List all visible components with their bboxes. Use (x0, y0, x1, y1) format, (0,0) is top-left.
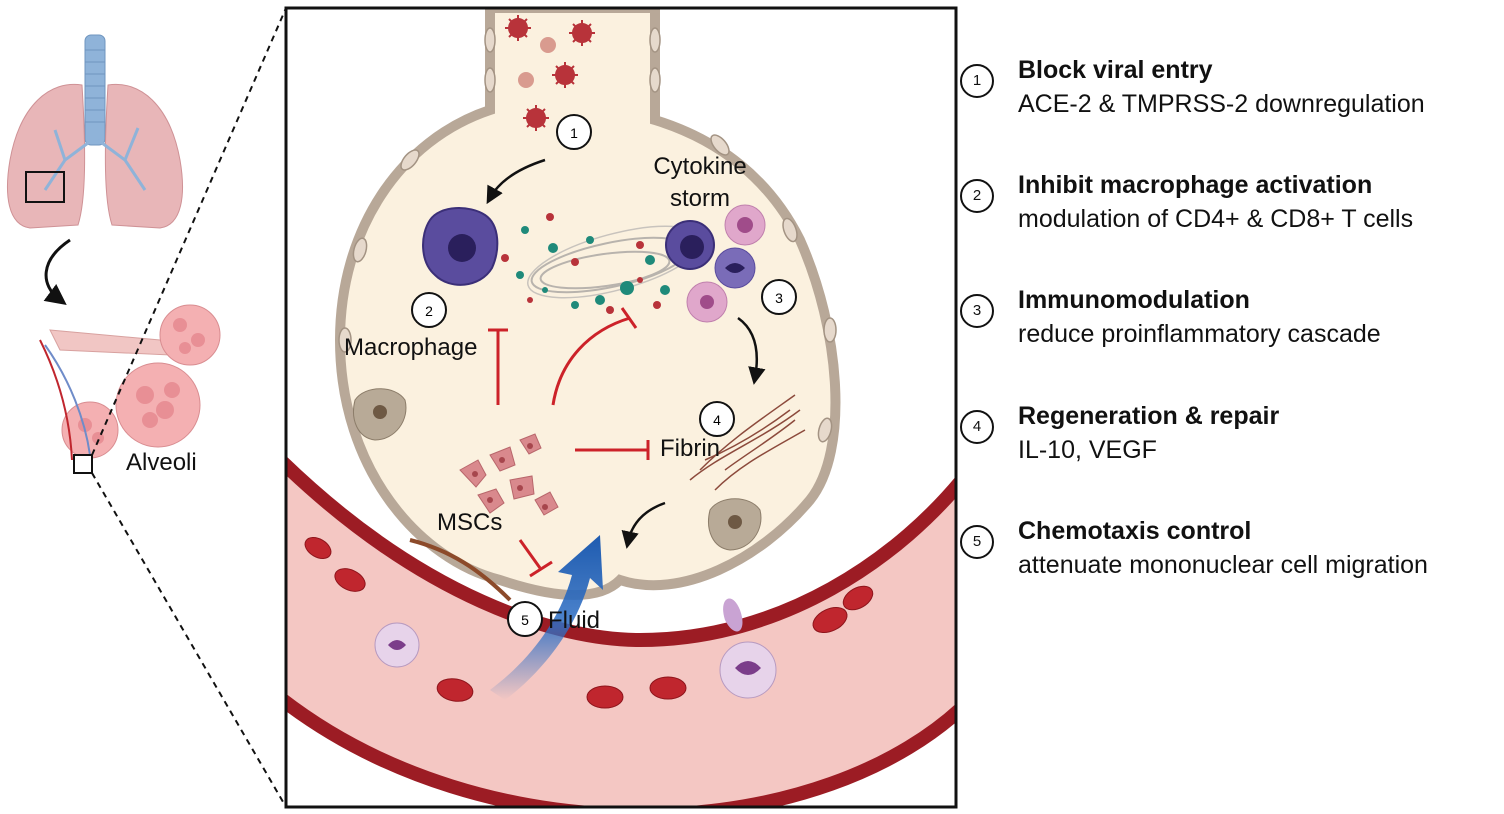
fibrin-strands (689, 394, 806, 491)
alveolus (334, 8, 841, 600)
legend-number: 4 (960, 410, 994, 444)
cytokine-storm (501, 213, 703, 314)
legend-item: 4 Regeneration & repair IL-10, VEGF (960, 402, 1504, 474)
arrow-fibrin-to-vessel (621, 501, 666, 549)
mscs-label: MSCs (437, 509, 502, 536)
alveoli-cluster (39, 304, 221, 461)
marker-2: 2 (411, 292, 447, 328)
legend-description: reduce proinflammatory cascade (1018, 320, 1381, 348)
zoom-box-lung (25, 171, 65, 203)
legend-title: Inhibit macrophage activation (1018, 171, 1373, 199)
legend-description: modulation of CD4+ & CD8+ T cells (1018, 205, 1414, 233)
marker-1: 1 (556, 114, 592, 150)
arrow-virus-to-macrophage (486, 158, 546, 205)
marker-5: 5 (507, 601, 543, 637)
svg-text:3: 3 (775, 290, 783, 306)
svg-text:2: 2 (425, 303, 433, 319)
capillary-strand (409, 538, 512, 602)
fluid-arrow (490, 535, 603, 700)
legend-item: 1 Block viral entry ACE-2 & TMPRSS-2 dow… (960, 56, 1504, 128)
legend-description: IL-10, VEGF (1018, 436, 1157, 464)
left-lung (7, 83, 86, 229)
svg-text:1: 1 (570, 125, 578, 141)
red-blood-cells (304, 537, 874, 709)
right-lung (104, 83, 183, 229)
macrophage-cell (422, 207, 499, 286)
zoom-box-alveolus (73, 454, 93, 474)
legend-title: Block viral entry (1018, 56, 1213, 84)
legend-description: ACE-2 & TMPRSS-2 downregulation (1018, 90, 1425, 118)
virus-particles (505, 15, 595, 131)
legend-number: 3 (960, 294, 994, 328)
fluid-label: Fluid (548, 607, 600, 634)
arrow-storm-to-fibrin (737, 316, 766, 385)
inhibition-arrows (488, 307, 650, 578)
marker-3: 3 (761, 279, 797, 315)
blood-vessel (286, 465, 956, 807)
legend-number: 1 (960, 64, 994, 98)
alveolar-cell-nucleus (373, 405, 387, 419)
zoom-line-top (91, 7, 287, 456)
svg-text:5: 5 (521, 612, 529, 628)
marker-4: 4 (699, 401, 735, 437)
svg-text:4: 4 (713, 412, 721, 428)
legend-item: 3 Immunomodulation reduce proinflammator… (960, 286, 1504, 358)
zoom-line-bottom (91, 472, 287, 808)
macrophage-label: Macrophage (344, 334, 477, 361)
fibrin-label: Fibrin (660, 435, 720, 462)
immune-cells (665, 204, 766, 323)
alveolar-cell-nucleus (728, 515, 742, 529)
legend: 1 Block viral entry ACE-2 & TMPRSS-2 dow… (960, 0, 1504, 814)
legend-title: Chemotaxis control (1018, 517, 1252, 545)
panel-border (284, 6, 958, 809)
cytokine-label-line1: Cytokine (653, 153, 746, 180)
alveolus-panel: 1 2 3 4 5 Cytokine storm Macrophage Fibr… (286, 8, 956, 807)
alveoli-label: Alveoli (126, 449, 197, 476)
lung-overview: Alveoli (7, 7, 287, 808)
legend-item: 5 Chemotaxis control attenuate mononucle… (960, 517, 1504, 589)
legend-title: Regeneration & repair (1018, 402, 1280, 430)
legend-description: attenuate mononuclear cell migration (1018, 551, 1428, 579)
legend-number: 5 (960, 525, 994, 559)
legend-title: Immunomodulation (1018, 286, 1250, 314)
cytokine-label-line2: storm (670, 185, 730, 212)
trachea (84, 34, 106, 146)
legend-item: 2 Inhibit macrophage activation modulati… (960, 171, 1504, 243)
leukocytes (374, 598, 777, 699)
zoom-arrow (43, 238, 71, 306)
legend-number: 2 (960, 179, 994, 213)
